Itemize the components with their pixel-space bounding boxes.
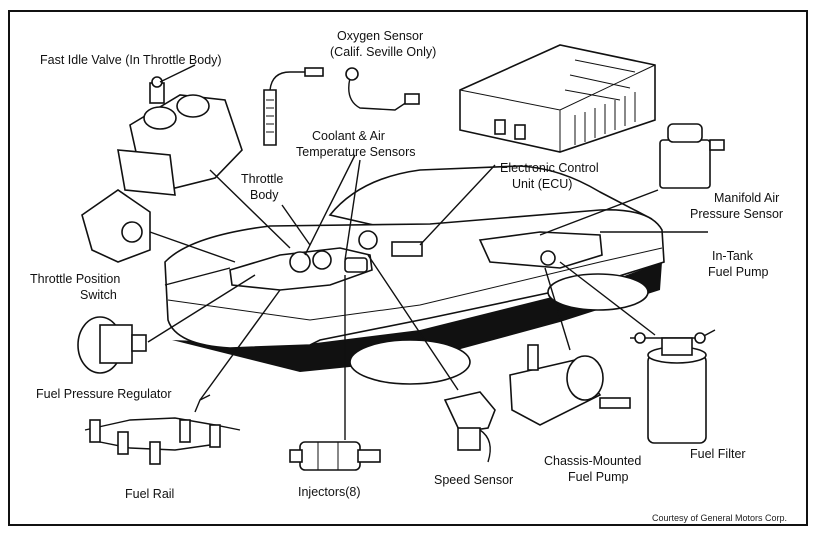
label-in-tank-line1: In-Tank — [712, 249, 754, 263]
fuel-rail-icon — [84, 394, 241, 465]
ecu-connector-icon — [391, 241, 423, 257]
fuel-pressure-regulator-icon — [77, 316, 147, 374]
injector-icon — [289, 441, 381, 471]
label-tps-line2: Switch — [80, 288, 117, 302]
label-in-tank-line2: Fuel Pump — [708, 265, 768, 279]
label-map-line2: Pressure Sensor — [690, 207, 783, 221]
label-throttle-body-line1: Throttle — [241, 172, 283, 186]
map-sensor-icon — [659, 123, 725, 189]
label-map-line1: Manifold Air — [714, 191, 779, 205]
ecu-icon — [459, 44, 656, 153]
label-throttle-body-line2: Body — [250, 188, 279, 202]
label-injectors: Injectors(8) — [298, 485, 361, 499]
label-fuel-rail: Fuel Rail — [125, 487, 174, 501]
labels: Fast Idle Valve (In Throttle Body) Oxyge… — [30, 29, 787, 523]
credit-text: Courtesy of General Motors Corp. — [652, 513, 787, 523]
label-chassis-pump-line2: Fuel Pump — [568, 470, 628, 484]
label-ecu-line1: Electronic Control — [500, 161, 599, 175]
label-fuel-filter: Fuel Filter — [690, 447, 746, 461]
speed-sensor-icon — [443, 391, 496, 463]
label-oxygen-sensor-line1: Oxygen Sensor — [337, 29, 423, 43]
chassis-fuel-pump-icon — [509, 344, 631, 426]
label-ecu-line2: Unit (ECU) — [512, 177, 572, 191]
leader-lines — [147, 64, 708, 440]
throttle-body-icon — [117, 76, 243, 196]
throttle-position-switch-icon — [81, 189, 151, 263]
label-chassis-pump-line1: Chassis-Mounted — [544, 454, 641, 468]
fuel-filter-icon — [630, 329, 716, 444]
label-speed-sensor: Speed Sensor — [434, 473, 513, 487]
engine-assembly — [229, 230, 603, 291]
label-fuel-pressure-regulator: Fuel Pressure Regulator — [36, 387, 171, 401]
label-tps-line1: Throttle Position — [30, 272, 120, 286]
speed-sensor-mount-icon — [358, 230, 378, 250]
label-coolant-line1: Coolant & Air — [312, 129, 385, 143]
label-fast-idle-valve: Fast Idle Valve (In Throttle Body) — [40, 53, 222, 67]
label-coolant-line2: Temperature Sensors — [296, 145, 416, 159]
label-oxygen-sensor-line2: (Calif. Seville Only) — [330, 45, 436, 59]
oxygen-sensor-icon — [263, 67, 420, 146]
